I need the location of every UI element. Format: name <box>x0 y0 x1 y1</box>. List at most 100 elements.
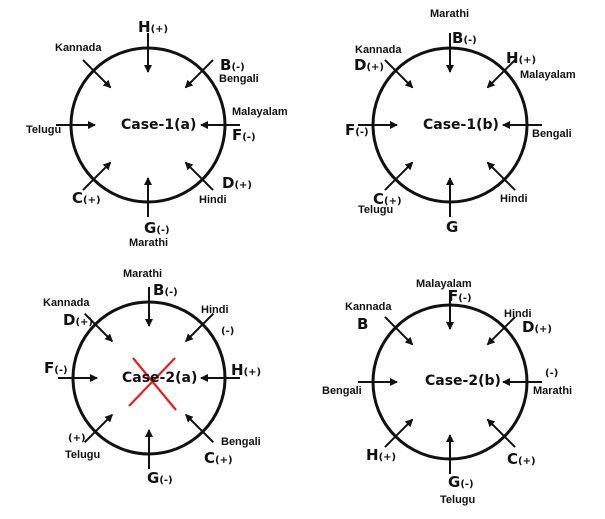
language-label: Hindi <box>201 304 229 316</box>
person-letter: H <box>366 446 379 464</box>
language-label: Marathi <box>129 237 169 249</box>
person-label: B(-) <box>220 58 245 74</box>
seat-arrow-top-left <box>384 316 414 346</box>
seat-arrow-top-right <box>486 316 516 346</box>
person-sign: (+) <box>83 195 101 206</box>
person-letter: B <box>357 315 369 333</box>
person-sign: (-) <box>164 287 178 298</box>
person-sign: (-) <box>231 62 245 73</box>
person-letter: C <box>507 450 519 468</box>
seat-arrow-bottom-right <box>184 161 214 191</box>
language-label: Kannada <box>43 297 90 309</box>
person-sign: (+) <box>384 196 402 207</box>
person-letter: F <box>448 287 459 305</box>
person-label: B <box>357 317 368 333</box>
person-label: H(+) <box>138 20 168 36</box>
person-label: D(+) <box>354 58 384 74</box>
language-label: Hindi <box>500 193 528 205</box>
seat-arrow-top-left <box>82 59 112 89</box>
language-label: Bengali <box>322 385 362 397</box>
language-label: Telugu <box>358 204 394 216</box>
language-label: Telugu <box>65 449 101 461</box>
language-label: Kannada <box>55 42 102 54</box>
person-letter: B <box>452 29 464 47</box>
person-label: C(+) <box>507 452 536 468</box>
person-letter: C <box>72 189 84 207</box>
cross-out-mark <box>132 357 177 411</box>
person-letter: D <box>63 311 76 329</box>
person-letter: H <box>138 18 151 36</box>
person-letter: F <box>345 121 356 139</box>
person-sign: (+) <box>366 62 384 73</box>
language-label: Hindi <box>504 308 532 320</box>
seat-arrow-top-left <box>83 312 113 342</box>
person-label: H(+) <box>366 448 396 464</box>
person-sign: (-) <box>545 368 559 379</box>
person-sign: (-) <box>54 365 68 376</box>
person-sign: (+) <box>75 317 93 328</box>
person-letter: D <box>354 56 367 74</box>
person-label: (+) <box>68 429 86 445</box>
person-label: D(+) <box>222 176 252 192</box>
seat-arrow-top-left <box>384 59 414 89</box>
language-label: Marathi <box>123 268 163 280</box>
person-letter: C <box>373 190 385 208</box>
person-sign: (+) <box>243 367 262 378</box>
person-label: F(-) <box>232 128 256 144</box>
language-label: Marathi <box>430 8 470 20</box>
seat-arrow-bottom-right <box>185 414 215 444</box>
person-label: B(-) <box>452 31 477 47</box>
person-label: G(-) <box>448 475 474 491</box>
person-label: D(+) <box>63 313 93 329</box>
person-sign: (-) <box>458 293 472 304</box>
person-letter: G <box>446 218 459 236</box>
case-title: Case-2(b) <box>425 373 501 389</box>
person-sign: (+) <box>68 433 86 444</box>
person-label: D(+) <box>522 320 552 336</box>
cross-out-mark <box>128 357 176 407</box>
person-label: G(-) <box>147 471 173 487</box>
language-label: Bengali <box>221 436 261 448</box>
person-label: B(-) <box>153 283 178 299</box>
seat-arrow-top-right <box>486 59 516 89</box>
seat-arrow-bottom-left <box>82 161 112 191</box>
person-letter: F <box>232 126 243 144</box>
person-sign: (+) <box>234 180 252 191</box>
language-label: Malayalam <box>520 69 576 81</box>
case-title: Case-1(b) <box>423 117 499 133</box>
person-label: F(-) <box>44 361 68 377</box>
language-label: Telugu <box>440 494 476 506</box>
person-label: C(+) <box>204 451 233 467</box>
person-letter: H <box>231 361 244 379</box>
case-title: Case-2(a) <box>122 370 198 386</box>
person-sign: (-) <box>355 127 369 138</box>
person-letter: D <box>222 174 235 192</box>
language-label: Malayalam <box>416 278 472 290</box>
person-label: (-) <box>221 322 234 338</box>
person-letter: C <box>204 449 216 467</box>
seat-arrow-bottom-right <box>486 418 516 448</box>
person-letter: F <box>44 359 55 377</box>
person-letter: B <box>220 56 232 74</box>
person-sign: (+) <box>150 24 169 35</box>
language-label: Bengali <box>532 128 572 140</box>
seat-arrow-bottom-left <box>384 161 414 191</box>
person-sign: (+) <box>215 455 233 466</box>
language-label: Malayalam <box>232 106 288 118</box>
person-sign: (-) <box>242 132 256 143</box>
person-sign: (-) <box>156 225 170 236</box>
person-label: H(+) <box>506 51 536 67</box>
person-letter: B <box>153 281 165 299</box>
person-sign: (-) <box>460 479 474 490</box>
language-label: Kannada <box>355 44 402 56</box>
person-sign: (-) <box>159 475 173 486</box>
person-letter: G <box>448 473 461 491</box>
person-label: F(-) <box>448 289 472 305</box>
person-sign: (-) <box>221 326 235 337</box>
person-label: H(+) <box>231 363 261 379</box>
seat-arrow-bottom-left <box>83 414 113 444</box>
person-letter: H <box>506 49 519 67</box>
person-sign: (+) <box>378 452 397 463</box>
